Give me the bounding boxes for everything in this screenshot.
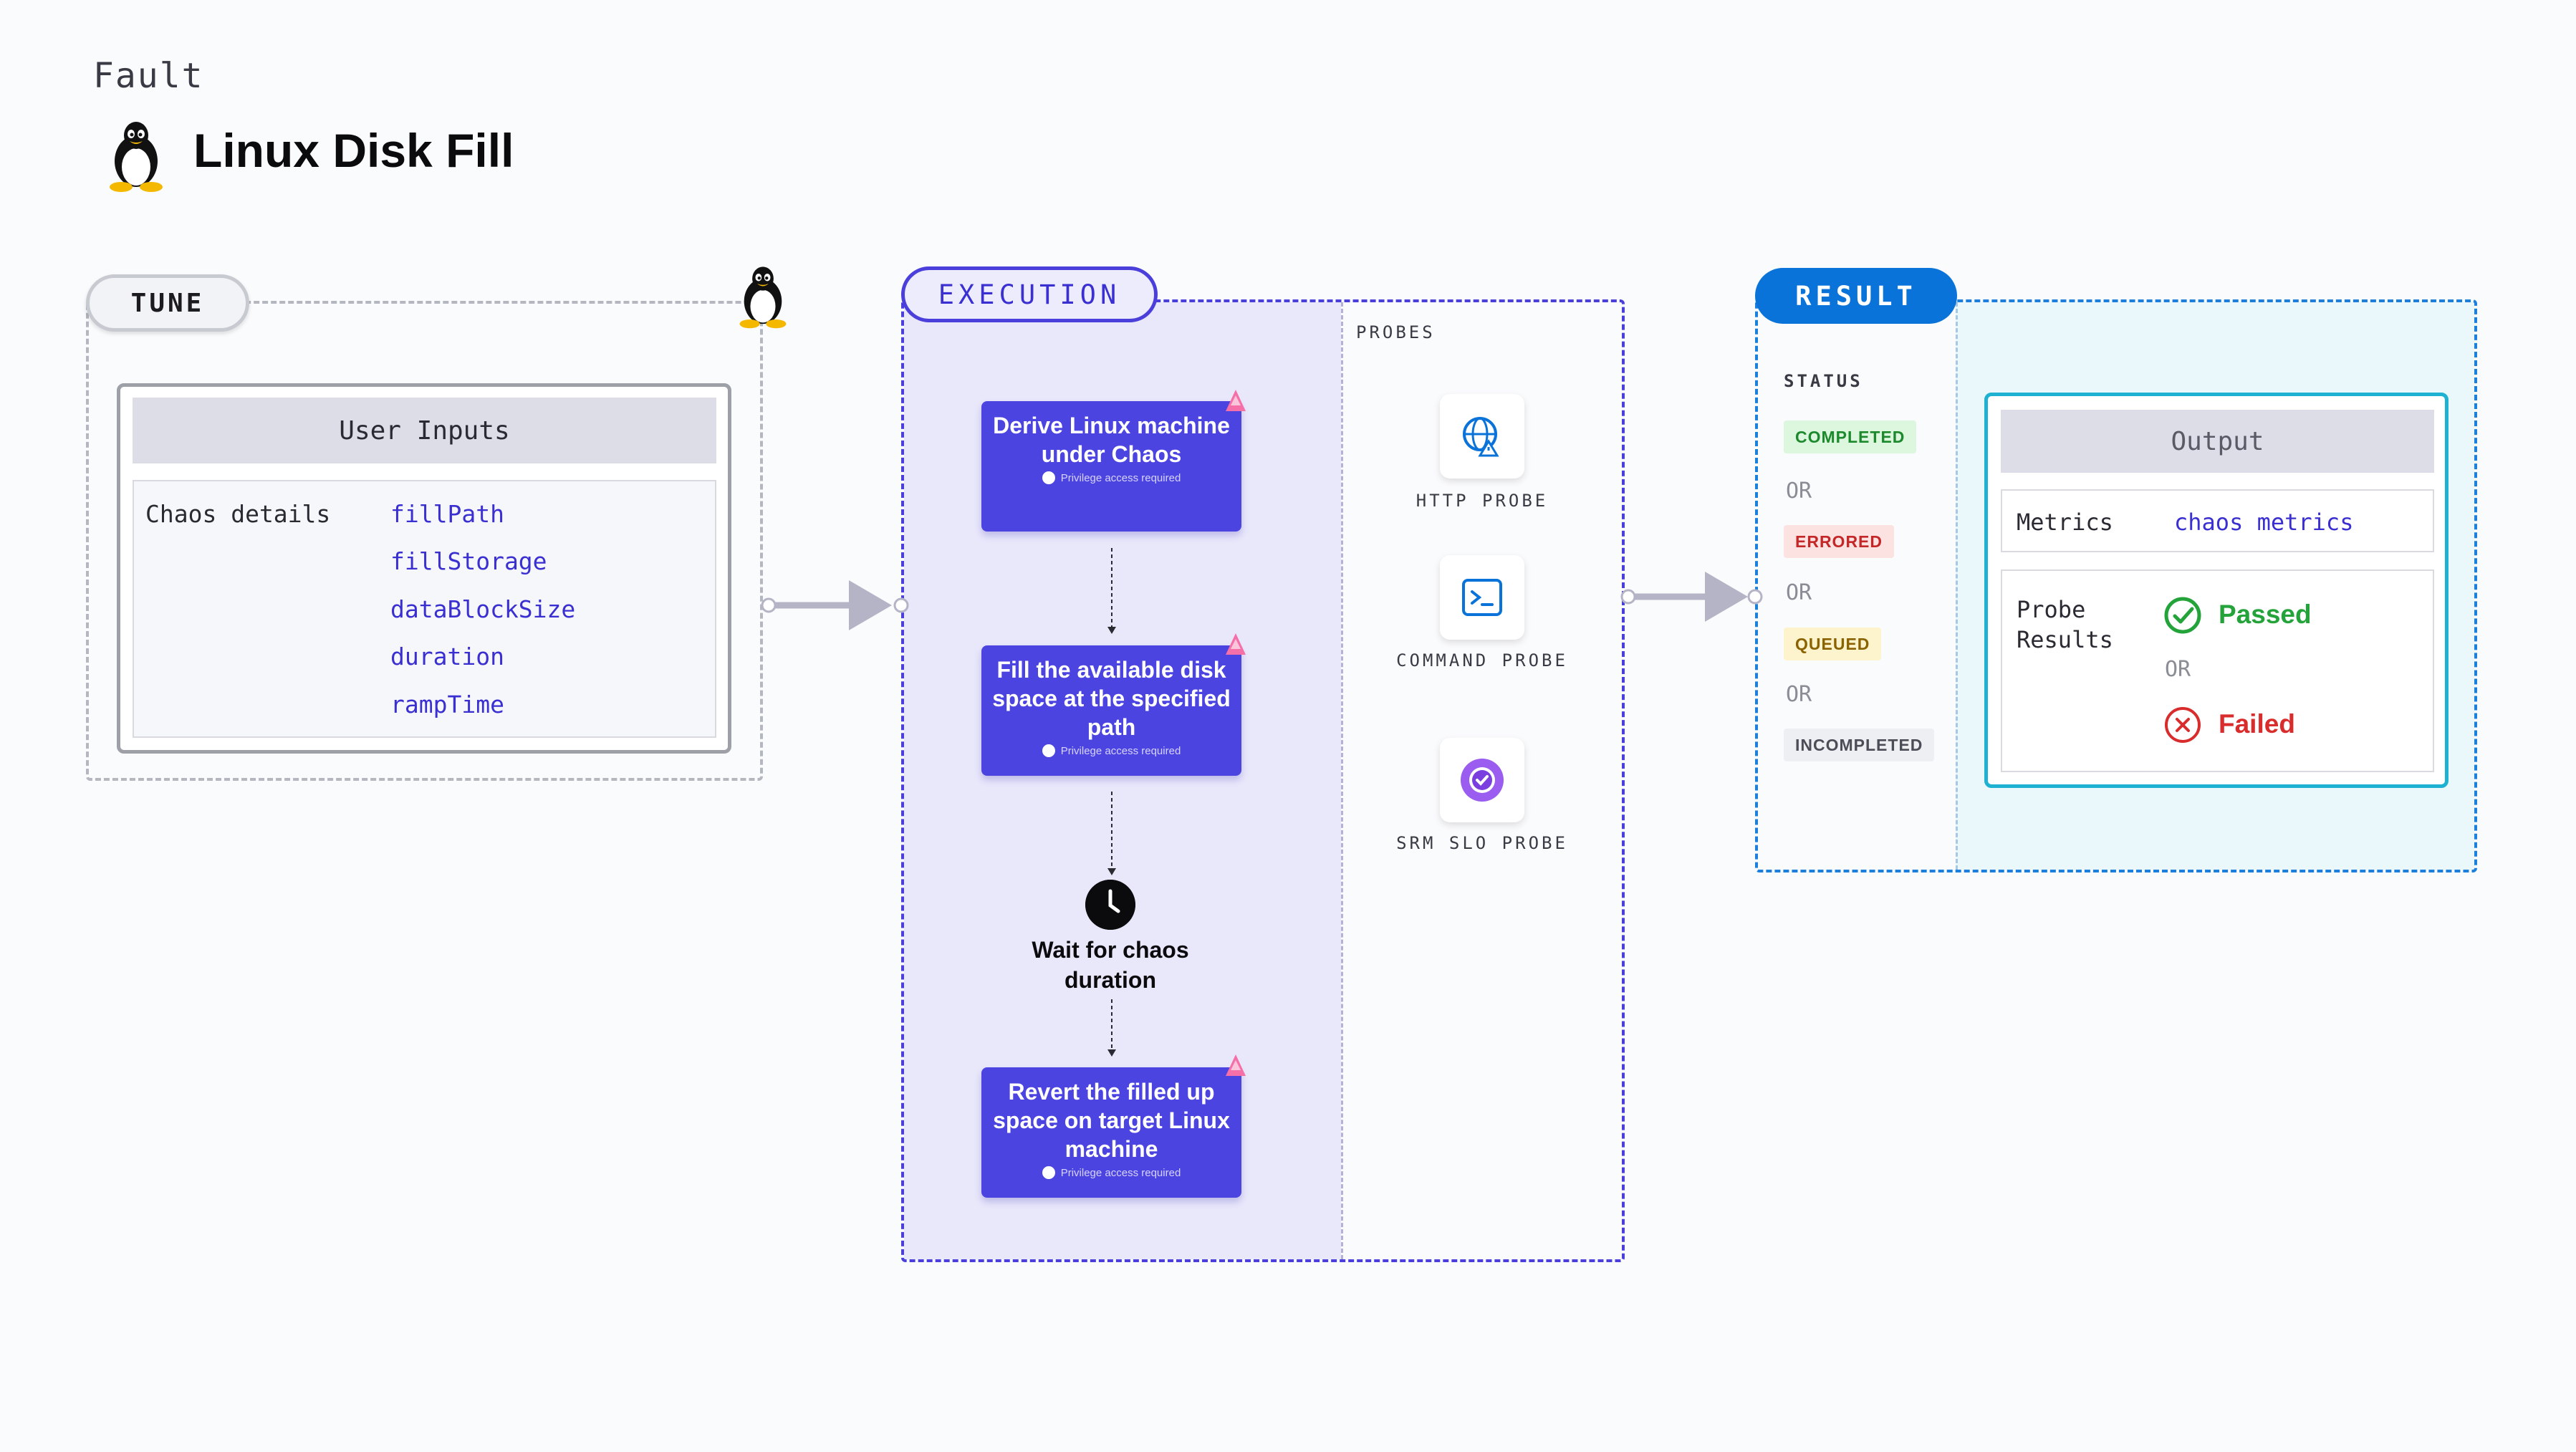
- execution-divider: [1341, 302, 1343, 1259]
- or-label: OR: [2165, 657, 2191, 682]
- step-derive-machine: Derive Linux machine under Chaos Privile…: [981, 401, 1241, 532]
- probe-results-row: [2001, 569, 2434, 772]
- globe-icon: [1463, 417, 1499, 457]
- harness-badge-icon: [1226, 1054, 1246, 1076]
- step-note: Privilege access required: [1060, 1166, 1181, 1179]
- step-revert-space: Revert the filled up space on target Lin…: [981, 1067, 1241, 1198]
- fault-eyebrow: Fault: [93, 56, 204, 96]
- clock-icon: [1085, 880, 1135, 930]
- step-note: Privilege access required: [1060, 744, 1181, 757]
- lock-icon: [1042, 1166, 1055, 1179]
- tune-pill: TUNE: [86, 274, 249, 332]
- status-errored-badge: ERRORED: [1784, 525, 1895, 558]
- page-title: Linux Disk Fill: [193, 124, 514, 177]
- param-fillpath: fillPath: [390, 500, 504, 528]
- x-circle-icon: [2165, 707, 2201, 743]
- command-probe-label: COMMAND PROBE: [1396, 650, 1568, 670]
- metrics-value: chaos metrics: [2174, 509, 2354, 536]
- passed-label: Passed: [2219, 600, 2312, 629]
- step-title: Revert the filled up space on target Lin…: [993, 1079, 1230, 1162]
- lock-icon: [1042, 471, 1055, 484]
- execution-pill: EXECUTION: [901, 266, 1158, 322]
- status-queued-badge: QUEUED: [1784, 628, 1882, 660]
- failed-label: Failed: [2219, 709, 2295, 739]
- status-incompleted-badge: INCOMPLETED: [1784, 729, 1935, 761]
- param-duration: duration: [390, 643, 504, 670]
- or-label: OR: [1786, 682, 1812, 707]
- chaos-details-label: Chaos details: [145, 500, 331, 528]
- user-inputs-title: User Inputs: [133, 398, 716, 463]
- lock-icon: [1042, 744, 1055, 757]
- output-title: Output: [2001, 410, 2434, 473]
- http-probe-label: HTTP PROBE: [1416, 491, 1549, 511]
- param-ramptime: rampTime: [390, 691, 504, 718]
- wait-for-chaos-label: Wait for chaos duration: [1032, 937, 1189, 993]
- probe-results-label: Probe Results: [2017, 596, 2113, 653]
- srm-slo-icon: [1461, 759, 1504, 802]
- chaos-details-row: [133, 480, 716, 738]
- tune-section: [86, 301, 763, 781]
- or-label: OR: [1786, 580, 1812, 605]
- result-pill: RESULT: [1755, 268, 1957, 324]
- step-title: Derive Linux machine under Chaos: [993, 413, 1230, 467]
- execution-section: [901, 299, 1625, 1262]
- linux-tux-icon: [110, 122, 163, 192]
- result-divider: [1956, 302, 1958, 870]
- or-label: OR: [1786, 479, 1812, 504]
- status-completed-badge: COMPLETED: [1784, 420, 1917, 453]
- check-circle-icon: [2164, 597, 2201, 634]
- probes-label: PROBES: [1356, 322, 1436, 342]
- srm-slo-probe-label: SRM SLO PROBE: [1396, 833, 1568, 853]
- result-section: [1755, 299, 2477, 872]
- harness-badge-icon: [1226, 390, 1246, 411]
- harness-badge-icon: [1226, 633, 1246, 655]
- step-title: Fill the available disk space at the spe…: [992, 657, 1231, 740]
- status-label: STATUS: [1784, 371, 1863, 391]
- srm-slo-probe-tile: [1440, 738, 1524, 822]
- terminal-icon: [1462, 579, 1502, 616]
- step-note: Privilege access required: [1060, 471, 1181, 484]
- param-datablocksize: dataBlockSize: [390, 595, 576, 623]
- metrics-label: Metrics: [2017, 509, 2113, 536]
- linux-tux-icon: [739, 266, 787, 329]
- http-probe-tile: [1440, 394, 1524, 479]
- metrics-row: [2001, 489, 2434, 552]
- step-fill-disk: Fill the available disk space at the spe…: [981, 645, 1241, 776]
- command-probe-tile: [1440, 555, 1524, 640]
- param-fillstorage: fillStorage: [390, 547, 547, 575]
